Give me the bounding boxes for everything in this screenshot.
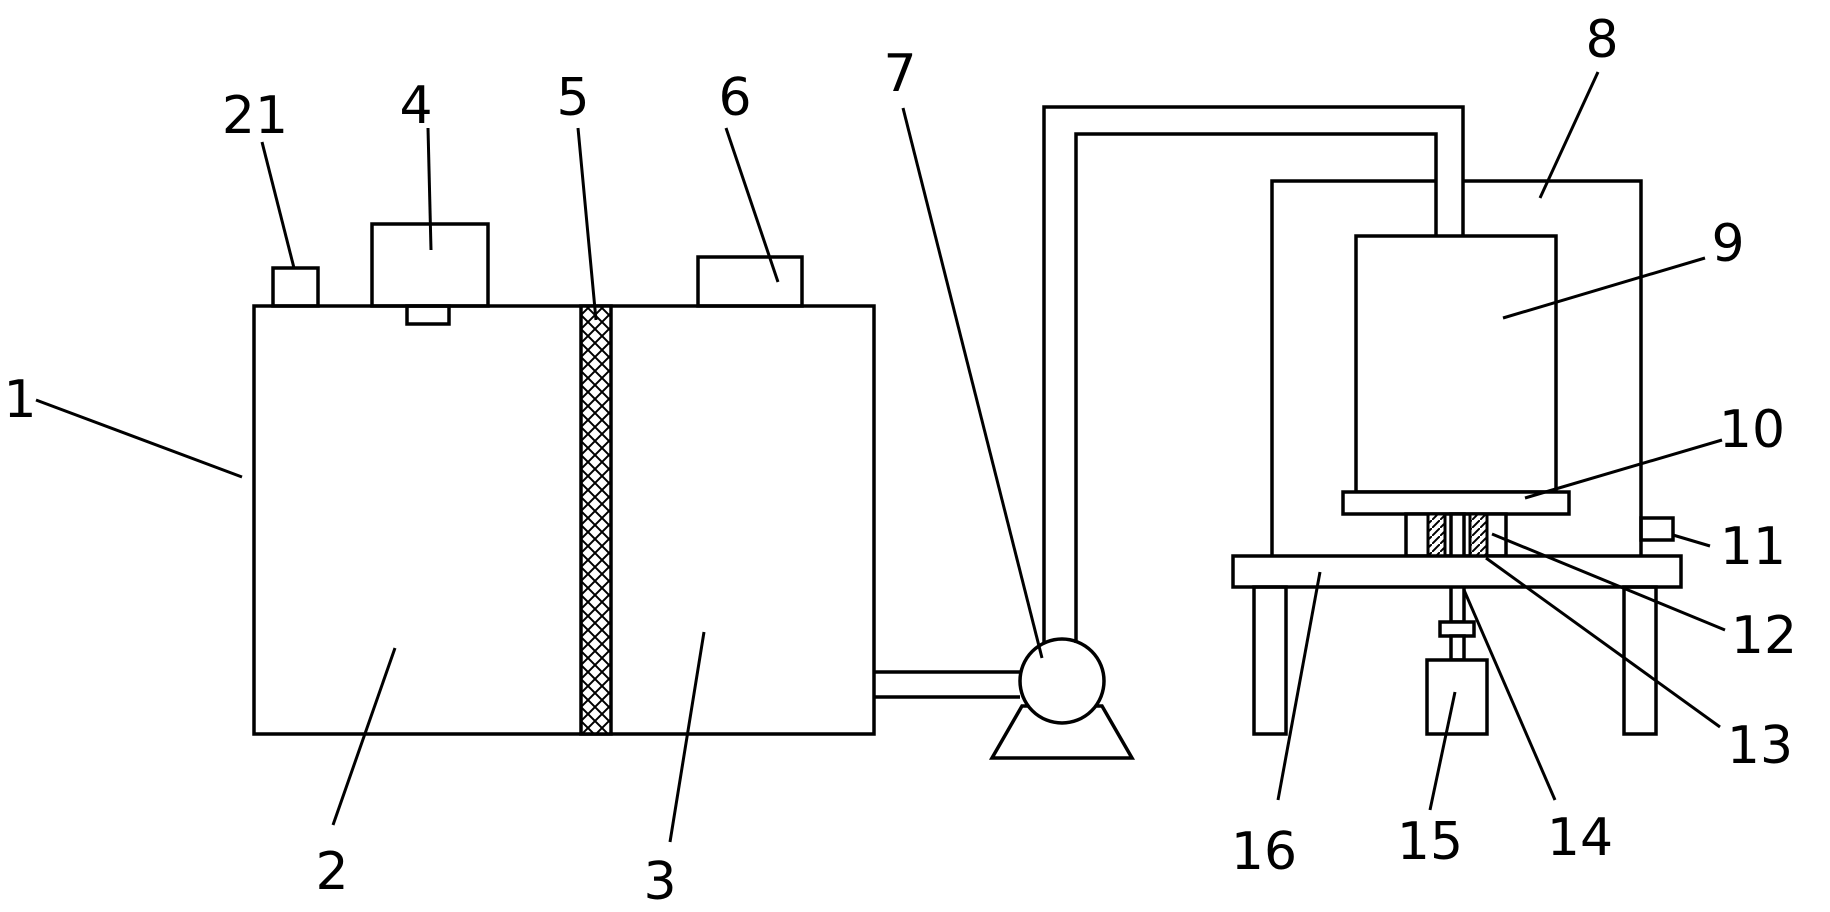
leader-21 <box>260 141 296 269</box>
leader-8 <box>1538 71 1600 199</box>
label-6: 6 <box>718 68 751 128</box>
label-3: 3 <box>643 852 676 912</box>
housing <box>1270 179 1643 556</box>
label-5: 5 <box>556 68 589 128</box>
delivery-pipe-inner <box>1074 132 1438 643</box>
leader-1 <box>35 398 243 479</box>
leader-6 <box>724 127 780 283</box>
label-7: 7 <box>883 44 916 104</box>
pump-body <box>1018 637 1106 725</box>
table-top <box>1231 554 1683 589</box>
table-leg-right <box>1622 585 1658 736</box>
cylinder <box>1354 234 1558 494</box>
label-2: 2 <box>315 842 348 902</box>
label-9: 9 <box>1711 214 1744 274</box>
component-21 <box>271 266 320 308</box>
tank-body <box>252 304 876 736</box>
filter-partition <box>579 304 613 736</box>
leader-9 <box>1502 256 1706 320</box>
leader-2 <box>331 647 397 826</box>
leader-12 <box>1491 532 1726 632</box>
table-leg-left <box>1252 585 1288 736</box>
component-11 <box>1639 516 1675 542</box>
label-14: 14 <box>1547 808 1613 868</box>
label-1: 1 <box>3 370 36 430</box>
label-12: 12 <box>1731 606 1797 666</box>
label-15: 15 <box>1397 812 1463 872</box>
leader-3 <box>668 631 706 843</box>
motor <box>1425 658 1489 736</box>
label-11: 11 <box>1720 517 1786 577</box>
label-13: 13 <box>1727 716 1793 776</box>
leader-16 <box>1276 571 1322 801</box>
leader-5 <box>576 127 598 321</box>
label-8: 8 <box>1585 10 1618 70</box>
leader-4 <box>426 127 433 251</box>
leader-13 <box>1485 556 1721 729</box>
leader-15 <box>1428 691 1457 811</box>
label-21: 21 <box>222 86 288 146</box>
leader-7 <box>901 107 1044 659</box>
leader-11 <box>1672 533 1711 548</box>
component-4-nozzle <box>405 304 451 326</box>
label-4: 4 <box>399 76 432 136</box>
leader-14 <box>1462 589 1557 801</box>
lower-shaft <box>1449 634 1466 662</box>
label-16: 16 <box>1231 822 1297 882</box>
leader-10 <box>1524 438 1723 500</box>
component-6 <box>696 255 804 308</box>
delivery-pipe-outer <box>1042 105 1465 643</box>
coupling <box>1438 620 1476 638</box>
label-10: 10 <box>1719 400 1785 460</box>
